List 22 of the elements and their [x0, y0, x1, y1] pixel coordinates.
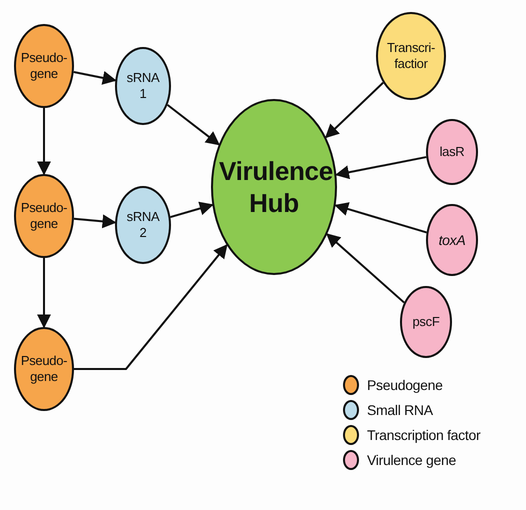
arrow — [326, 233, 405, 304]
arrow — [74, 214, 116, 228]
arrow — [324, 82, 384, 138]
node-label: lasR — [438, 144, 466, 160]
legend-label: Transcription factor — [367, 427, 480, 443]
arrow — [166, 104, 220, 146]
node-label: sRNA 1 — [126, 70, 160, 102]
arrow — [74, 244, 228, 370]
node-label: toxA — [438, 232, 466, 248]
node-label: Pseudo- gene — [20, 50, 68, 82]
node-label: sRNA 2 — [126, 209, 160, 241]
arrow — [74, 71, 117, 85]
legend-label: Pseudogene — [367, 377, 443, 393]
arrow — [37, 258, 51, 328]
node-label: Transcri- factior — [386, 40, 436, 72]
arrow — [335, 156, 426, 180]
arrow — [37, 108, 51, 176]
node-label: Pseudo- gene — [20, 353, 68, 385]
legend-label: Virulence gene — [367, 452, 456, 468]
node-label: pscF — [412, 314, 440, 330]
node-label: Pseudo- gene — [20, 200, 68, 232]
legend-label: Small RNA — [367, 402, 433, 418]
